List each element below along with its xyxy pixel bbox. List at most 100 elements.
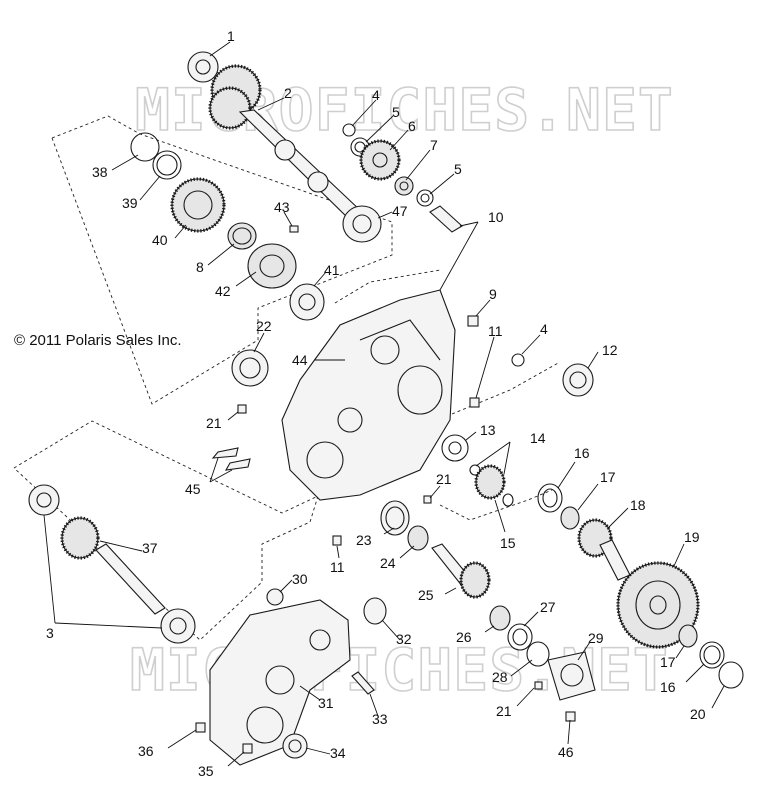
callout-17-lower: 17 <box>660 654 676 670</box>
callout-34: 34 <box>330 745 346 761</box>
callout-37: 37 <box>142 540 158 556</box>
callout-20: 20 <box>690 706 706 722</box>
bolts-45 <box>211 447 251 471</box>
bolt-11-b <box>332 535 342 546</box>
callout-21-c: 21 <box>496 703 512 719</box>
callout-32: 32 <box>396 631 412 647</box>
washer-5-lower <box>416 189 434 207</box>
seal-22 <box>231 349 269 387</box>
callout-3: 3 <box>46 625 54 641</box>
callout-21-b: 21 <box>436 471 452 487</box>
race-16-lower <box>699 641 725 669</box>
bearing-47 <box>342 205 382 243</box>
callout-26: 26 <box>456 629 472 645</box>
callout-39: 39 <box>122 195 138 211</box>
shim-20 <box>718 661 744 689</box>
callout-1: 1 <box>227 28 235 44</box>
bearing-24 <box>407 525 429 551</box>
callout-5-lower: 5 <box>454 161 462 177</box>
callout-31: 31 <box>318 695 334 711</box>
needle-bearing-7 <box>394 176 414 196</box>
gear-6 <box>359 139 401 181</box>
callout-27: 27 <box>540 599 556 615</box>
callout-9: 9 <box>489 286 497 302</box>
callout-47: 47 <box>392 203 408 219</box>
callout-16-upper: 16 <box>574 445 590 461</box>
callout-12: 12 <box>602 342 618 358</box>
pin-10 <box>429 205 463 233</box>
bearing-17-upper <box>560 506 580 530</box>
bolt-33 <box>351 671 375 695</box>
dowel-21-b <box>423 495 432 504</box>
bearing-3-lower <box>160 608 196 644</box>
assembly-guide-lines <box>13 115 561 641</box>
callout-4-right: 4 <box>540 321 548 337</box>
bearing-41 <box>289 283 325 321</box>
callout-10: 10 <box>488 209 504 225</box>
washer-4-top <box>342 123 356 137</box>
leader-lines <box>43 41 725 767</box>
washer-39 <box>152 150 182 180</box>
callout-38: 38 <box>92 164 108 180</box>
snap-ring-38 <box>130 132 160 162</box>
callout-46: 46 <box>558 744 574 760</box>
callout-16-lower: 16 <box>660 679 676 695</box>
bearing-26 <box>489 605 511 631</box>
bolt-46 <box>565 711 576 722</box>
callout-21-a: 21 <box>206 415 222 431</box>
bolt-36 <box>195 722 206 733</box>
gear-14 <box>469 464 514 507</box>
callout-43: 43 <box>274 199 290 215</box>
callout-11-top: 11 <box>488 323 503 339</box>
callout-11-bottom: 11 <box>330 559 345 575</box>
callout-19: 19 <box>684 529 700 545</box>
transmission-housing <box>281 289 456 501</box>
washer-13 <box>441 434 469 462</box>
bushing-8 <box>227 222 257 250</box>
seal-12 <box>562 363 594 397</box>
bearing-1 <box>187 51 219 83</box>
callout-13: 13 <box>480 422 496 438</box>
callout-18: 18 <box>630 497 646 513</box>
bolt-35 <box>242 743 253 754</box>
callout-40: 40 <box>152 232 168 248</box>
callout-45: 45 <box>185 481 201 497</box>
callout-6: 6 <box>408 118 416 134</box>
seal-30 <box>266 588 284 606</box>
callout-44: 44 <box>292 352 308 368</box>
shaft-18 <box>577 518 631 581</box>
cover-31 <box>209 599 351 766</box>
shim-28 <box>526 641 550 667</box>
callout-labels: 1 2 4 5 6 7 5 38 39 40 43 47 10 8 42 41 … <box>46 28 706 779</box>
callout-23: 23 <box>356 532 372 548</box>
bearing-17-lower <box>678 624 698 648</box>
callout-35: 35 <box>198 763 214 779</box>
callout-8: 8 <box>196 259 204 275</box>
callout-36: 36 <box>138 743 154 759</box>
copyright-notice: © 2011 Polaris Sales Inc. <box>14 332 182 349</box>
callout-15: 15 <box>500 535 516 551</box>
bolt-11-a <box>469 397 480 408</box>
bearing-3-upper <box>28 484 60 516</box>
callout-17-upper: 17 <box>600 469 616 485</box>
washer-4-right <box>511 353 525 367</box>
dowel-21-a <box>237 404 247 414</box>
gear-40 <box>170 177 226 233</box>
callout-2: 2 <box>284 85 292 101</box>
callout-29: 29 <box>588 630 604 646</box>
race-27 <box>507 623 533 651</box>
race-23 <box>380 500 410 536</box>
input-shaft-37 <box>60 516 166 615</box>
seal-34 <box>282 733 308 759</box>
plug-32 <box>363 597 387 625</box>
bearing-cap-29 <box>547 651 596 701</box>
ring-gear-19 <box>616 561 700 649</box>
callout-25: 25 <box>418 587 434 603</box>
callout-33: 33 <box>372 711 388 727</box>
callout-4-top: 4 <box>372 87 380 103</box>
callout-24: 24 <box>380 555 396 571</box>
dowel-21-c <box>534 681 543 690</box>
callout-28: 28 <box>492 669 508 685</box>
callout-42: 42 <box>215 283 231 299</box>
